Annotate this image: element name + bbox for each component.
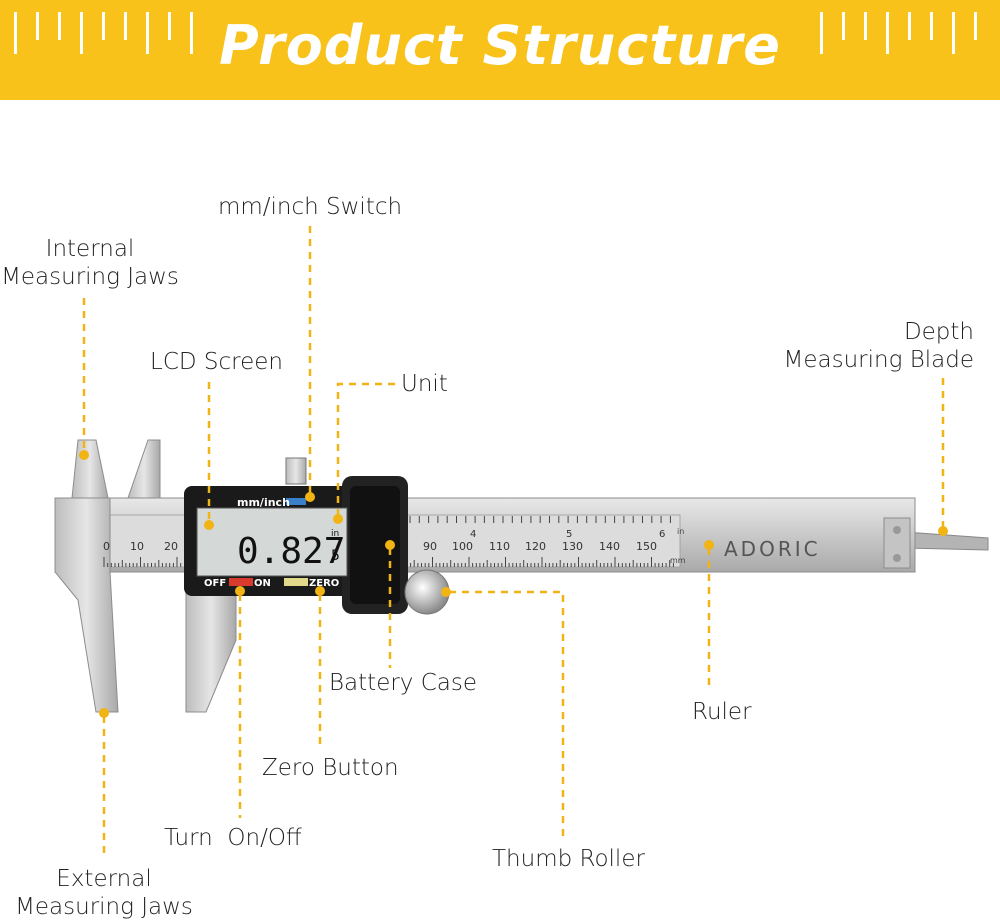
switch-text: mm/inch [237,496,290,509]
leader-thumb-roller [449,590,565,838]
label-ruler: Ruler [692,699,752,725]
ruler-mm-label: mm [670,556,686,565]
label-thumb-roller: Thumb Roller [492,846,645,872]
dot-zero-button [315,586,325,596]
brand-logo: ADORIC [724,537,821,561]
mm-tick-130: 130 [562,540,583,553]
dot-turn-on-off [235,586,245,596]
dot-depth-blade [938,526,948,536]
label-unit: Unit [401,371,448,397]
label-zero-button: Zero Button [262,755,399,781]
mm-tick-10: 10 [130,540,144,553]
label-external-jaws-line2: Measuring Jaws [15,894,193,920]
label-depth-blade-line1: Depth [903,319,974,345]
leader-unit [336,382,395,516]
dot-internal-jaws [79,450,89,460]
zero-button [284,578,308,586]
mm-tick-0: 0 [103,540,110,553]
leader-lines [79,226,948,856]
ruler-scale [103,516,674,567]
mm-tick-140: 140 [599,540,620,553]
banner-ruler-right [820,0,1000,100]
page-title: Product Structure [219,14,781,77]
lcd-screen [196,507,348,577]
label-internal-jaws-line2: Measuring Jaws [1,264,179,290]
mm-inch-switch-button [286,498,306,505]
label-internal-jaws-line1: Internal [45,236,135,262]
on-text: ON [254,578,271,589]
dot-unit [333,514,343,524]
switch-knob [285,457,307,485]
banner-ruler-left [14,0,214,100]
off-text: OFF [204,578,226,589]
ruler-in-label: in [677,527,684,536]
zero-text: ZERO [309,578,339,589]
label-external-jaws-line1: External [56,866,152,892]
label-external-jaws: External Measuring Jaws [14,865,194,921]
dot-battery-case [385,540,395,550]
label-depth-blade-line2: Measuring Blade [783,347,974,373]
fixed-jaws [54,439,119,713]
mm-tick-120: 120 [525,540,546,553]
mm-tick-100: 100 [452,540,473,553]
lcd-reading: 0.827 [237,531,345,572]
ruler-inch-numbers: 4 5 6 [470,529,665,540]
dot-mm-inch-switch [305,492,315,502]
depth-blade [904,531,989,551]
mm-tick-110: 110 [489,540,510,553]
inch-tick-5: 5 [566,529,572,540]
label-battery-case: Battery Case [329,670,478,696]
inch-tick-4: 4 [470,529,476,540]
mm-tick-150: 150 [636,540,657,553]
inch-tick-6: 6 [659,529,665,540]
off-on-button [229,578,253,586]
label-lcd-screen: LCD Screen [150,349,283,375]
dot-external-jaws [99,708,109,718]
mm-tick-90: 90 [423,540,437,553]
label-depth-blade: Depth Measuring Blade [780,318,974,374]
label-mm-inch-switch: mm/inch Switch [217,194,403,220]
lcd-fraction: 5 [331,548,340,564]
mm-tick-20: 20 [164,540,178,553]
ruler-mm-numbers: 0 10 20 90 100 110 120 130 140 150 [103,540,657,553]
label-internal-jaws: Internal Measuring Jaws [0,235,180,291]
sliding-jaws [127,439,237,713]
label-turn-on-off: Turn On/Off [164,825,302,851]
title-banner: Product Structure [0,0,1000,100]
dot-thumb-roller [441,587,451,597]
lcd-unit: in [331,529,339,539]
dot-lcd-screen [204,520,214,530]
dot-ruler [704,540,714,550]
